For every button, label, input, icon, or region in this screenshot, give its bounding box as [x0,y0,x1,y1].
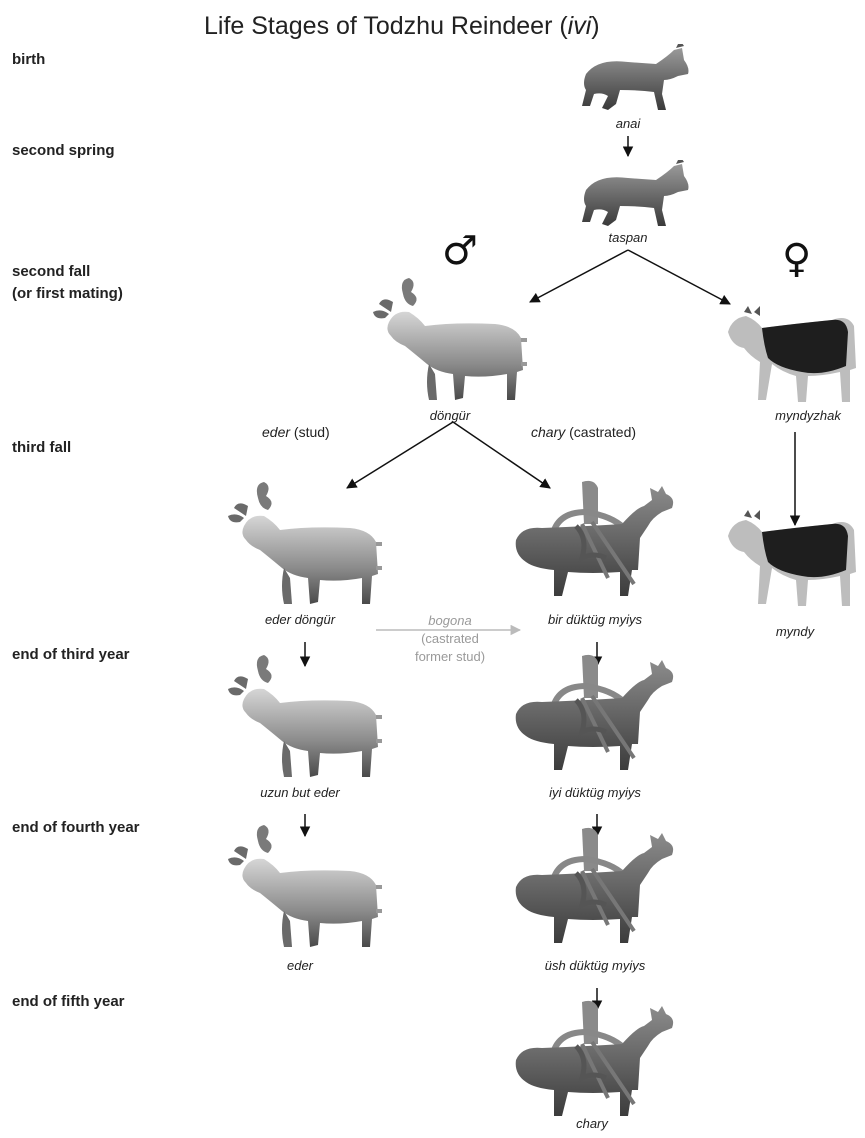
calf-anai-icon [578,44,698,114]
stage-end-third-year: end of third year [12,646,130,663]
label-ush-duktug-myiys: üsh düktüg myiys [544,958,646,973]
diagram-title: Life Stages of Todzhu Reindeer (ivi) [204,12,600,40]
label-uzun-but-eder: uzun but eder [260,785,340,800]
female-symbol-icon: ♀ [782,236,812,282]
saddled-ush-icon [512,825,682,965]
label-anai: anai [615,116,641,131]
stage-end-fifth-year: end of fifth year [12,993,125,1010]
stage-second-fall-note: (or first mating) [12,285,123,302]
male-symbol-icon: ♂ [442,228,478,274]
label-eder: eder [286,958,314,973]
branch-eder-stud: eder (stud) [262,424,330,440]
bogona-line2: former stud) [414,649,486,664]
buck-dongur-icon [365,278,535,408]
saddled-iyi-icon [512,652,682,792]
stage-second-fall: second fall [12,263,91,280]
stage-third-fall: third fall [12,439,72,456]
bogona-word: bogona [428,613,472,628]
label-dongur: döngür [429,408,471,423]
calf-taspan-icon [578,160,698,230]
doe-myndy-icon [722,510,862,610]
label-chary: chary [576,1116,608,1131]
label-myndy: myndy [775,624,815,639]
label-taspan: taspan [608,230,648,245]
bogona-note: bogona (castrated former stud) [405,612,495,666]
stage-birth: birth [12,51,46,68]
label-bir-duktug-myiys: bir düktüg myiys [548,612,642,627]
bogona-line1: (castrated [421,631,479,646]
label-iyi-duktug-myiys: iyi düktüg myiys [549,785,641,800]
buck-eder-icon [220,825,390,955]
saddled-bir-icon [512,478,682,618]
branch-chary-castrated: chary (castrated) [531,424,637,440]
stage-second-spring: second spring [12,142,115,159]
stage-end-fourth-year: end of fourth year [12,819,140,836]
label-myndyzhak: myndyzhak [775,408,841,423]
buck-eder-dongur-icon [220,482,390,612]
doe-myndyzhak-icon [722,306,862,406]
label-eder-dongur: eder döngür [264,612,336,627]
buck-uzun-icon [220,655,390,785]
